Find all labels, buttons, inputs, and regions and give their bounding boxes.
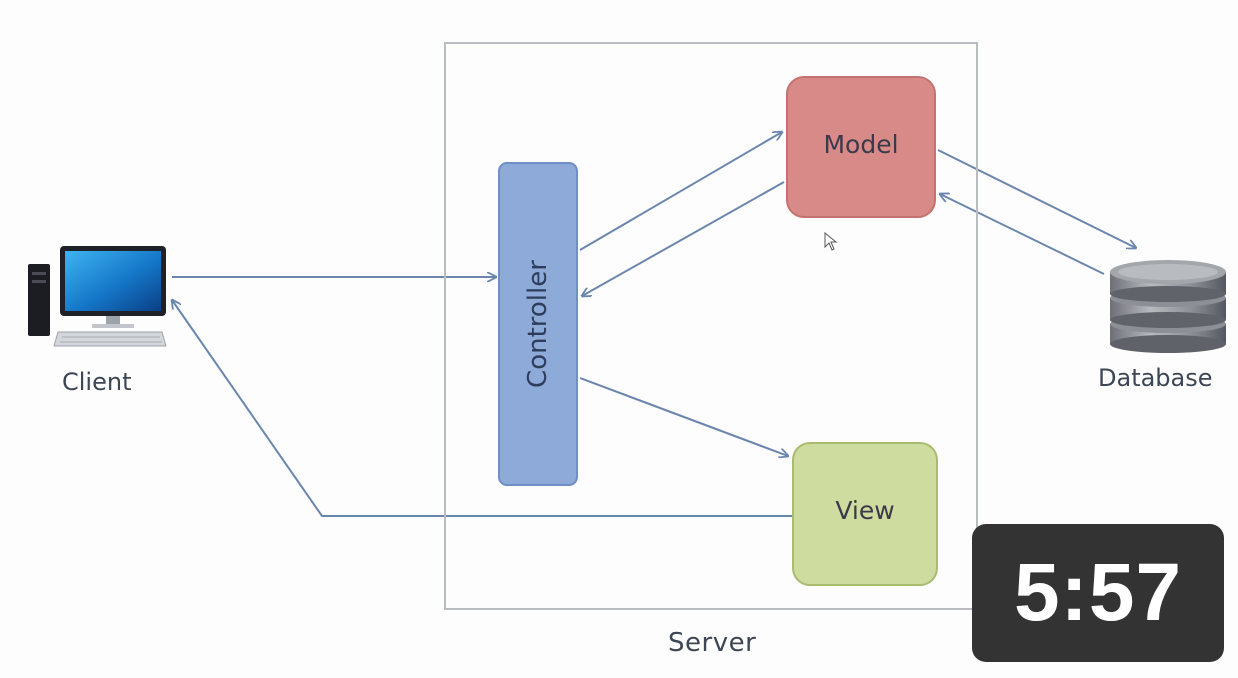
arrow-database-to-model — [940, 194, 1105, 275]
database-label: Database — [1098, 364, 1213, 392]
video-duration-badge: 5:57 — [972, 524, 1224, 662]
arrow-model-to-controller — [582, 181, 785, 296]
server-boundary — [444, 42, 978, 610]
client-label: Client — [62, 368, 132, 396]
arrow-view-to-client — [172, 300, 792, 517]
controller-label: Controller — [523, 260, 553, 388]
view-box: View — [792, 442, 938, 586]
model-label: Model — [823, 130, 899, 159]
model-box: Model — [786, 76, 936, 218]
controller-box: Controller — [498, 162, 578, 486]
server-label: Server — [668, 628, 757, 658]
view-label: View — [835, 496, 895, 525]
desktop-computer-icon — [28, 246, 167, 347]
arrow-controller-to-model — [579, 132, 782, 251]
database-cylinder-icon — [1110, 260, 1226, 353]
arrow-controller-to-view — [579, 377, 788, 456]
arrow-model-to-database — [937, 149, 1136, 248]
mouse-pointer-icon — [824, 232, 838, 251]
